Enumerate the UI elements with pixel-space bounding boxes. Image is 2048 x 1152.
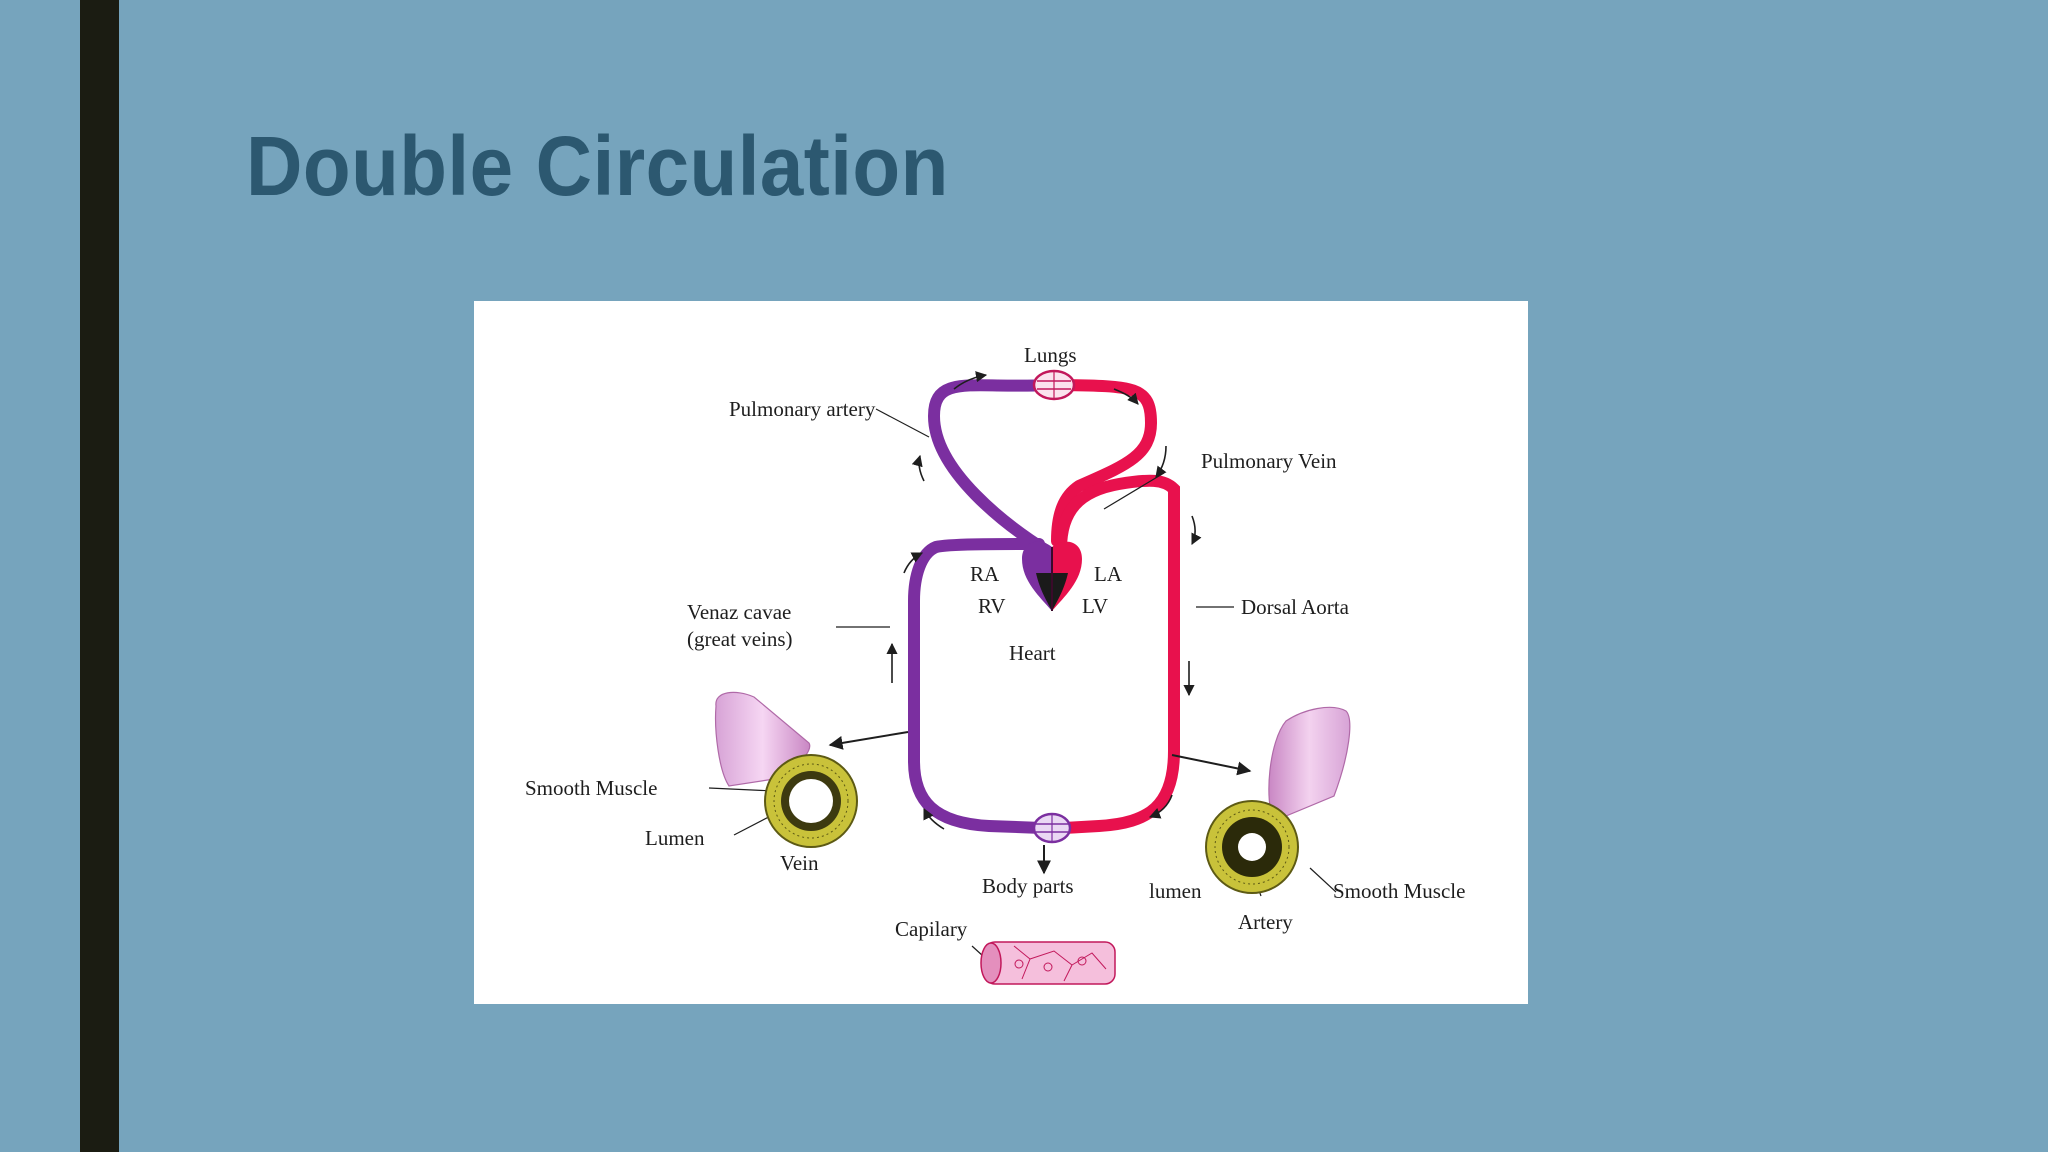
venae-cavae-label: Venaz cavae (687, 600, 791, 624)
artery-label: Artery (1238, 910, 1293, 934)
slide-title: Double Circulation (246, 119, 949, 213)
capillary-tube (980, 941, 1116, 985)
lumen-artery-label: lumen (1149, 879, 1202, 903)
lv-label: LV (1082, 594, 1108, 618)
dorsal-aorta-label: Dorsal Aorta (1241, 595, 1350, 619)
dorsal-aorta-vessel (1055, 474, 1180, 834)
flow-arrows (886, 371, 1202, 830)
vein-cross-section (715, 691, 858, 848)
connector-arrows (828, 731, 1252, 875)
heart-shape (1022, 541, 1082, 611)
ra-label: RA (970, 562, 1000, 586)
circulation-diagram: Lungs Pulmonary artery Pulmonary Vein RA… (474, 301, 1528, 1004)
heart-label: Heart (1009, 641, 1056, 665)
body-parts-label: Body parts (982, 874, 1074, 898)
lumen-vein-label: Lumen (645, 826, 705, 850)
pulmonary-vein-label: Pulmonary Vein (1201, 449, 1337, 473)
pulmonary-vein-vessel (1051, 379, 1158, 547)
body-capillary-bed (1032, 812, 1072, 844)
great-veins-label: (great veins) (687, 627, 793, 651)
smooth-muscle-vein-label: Smooth Muscle (525, 776, 657, 800)
accent-bar (80, 0, 119, 1152)
pulmonary-artery-label: Pulmonary artery (729, 397, 876, 421)
pulmonary-artery-vessel (927, 379, 1055, 557)
vein-label: Vein (780, 851, 819, 875)
artery-cross-section (1205, 706, 1351, 894)
la-label: LA (1094, 562, 1123, 586)
smooth-muscle-artery-label: Smooth Muscle (1333, 879, 1465, 903)
systemic-vein-vessel (908, 538, 1048, 834)
lungs-capillary-bed (1032, 369, 1076, 401)
capillary-label: Capilary (895, 917, 968, 941)
lungs-label: Lungs (1024, 343, 1077, 367)
rv-label: RV (978, 594, 1006, 618)
